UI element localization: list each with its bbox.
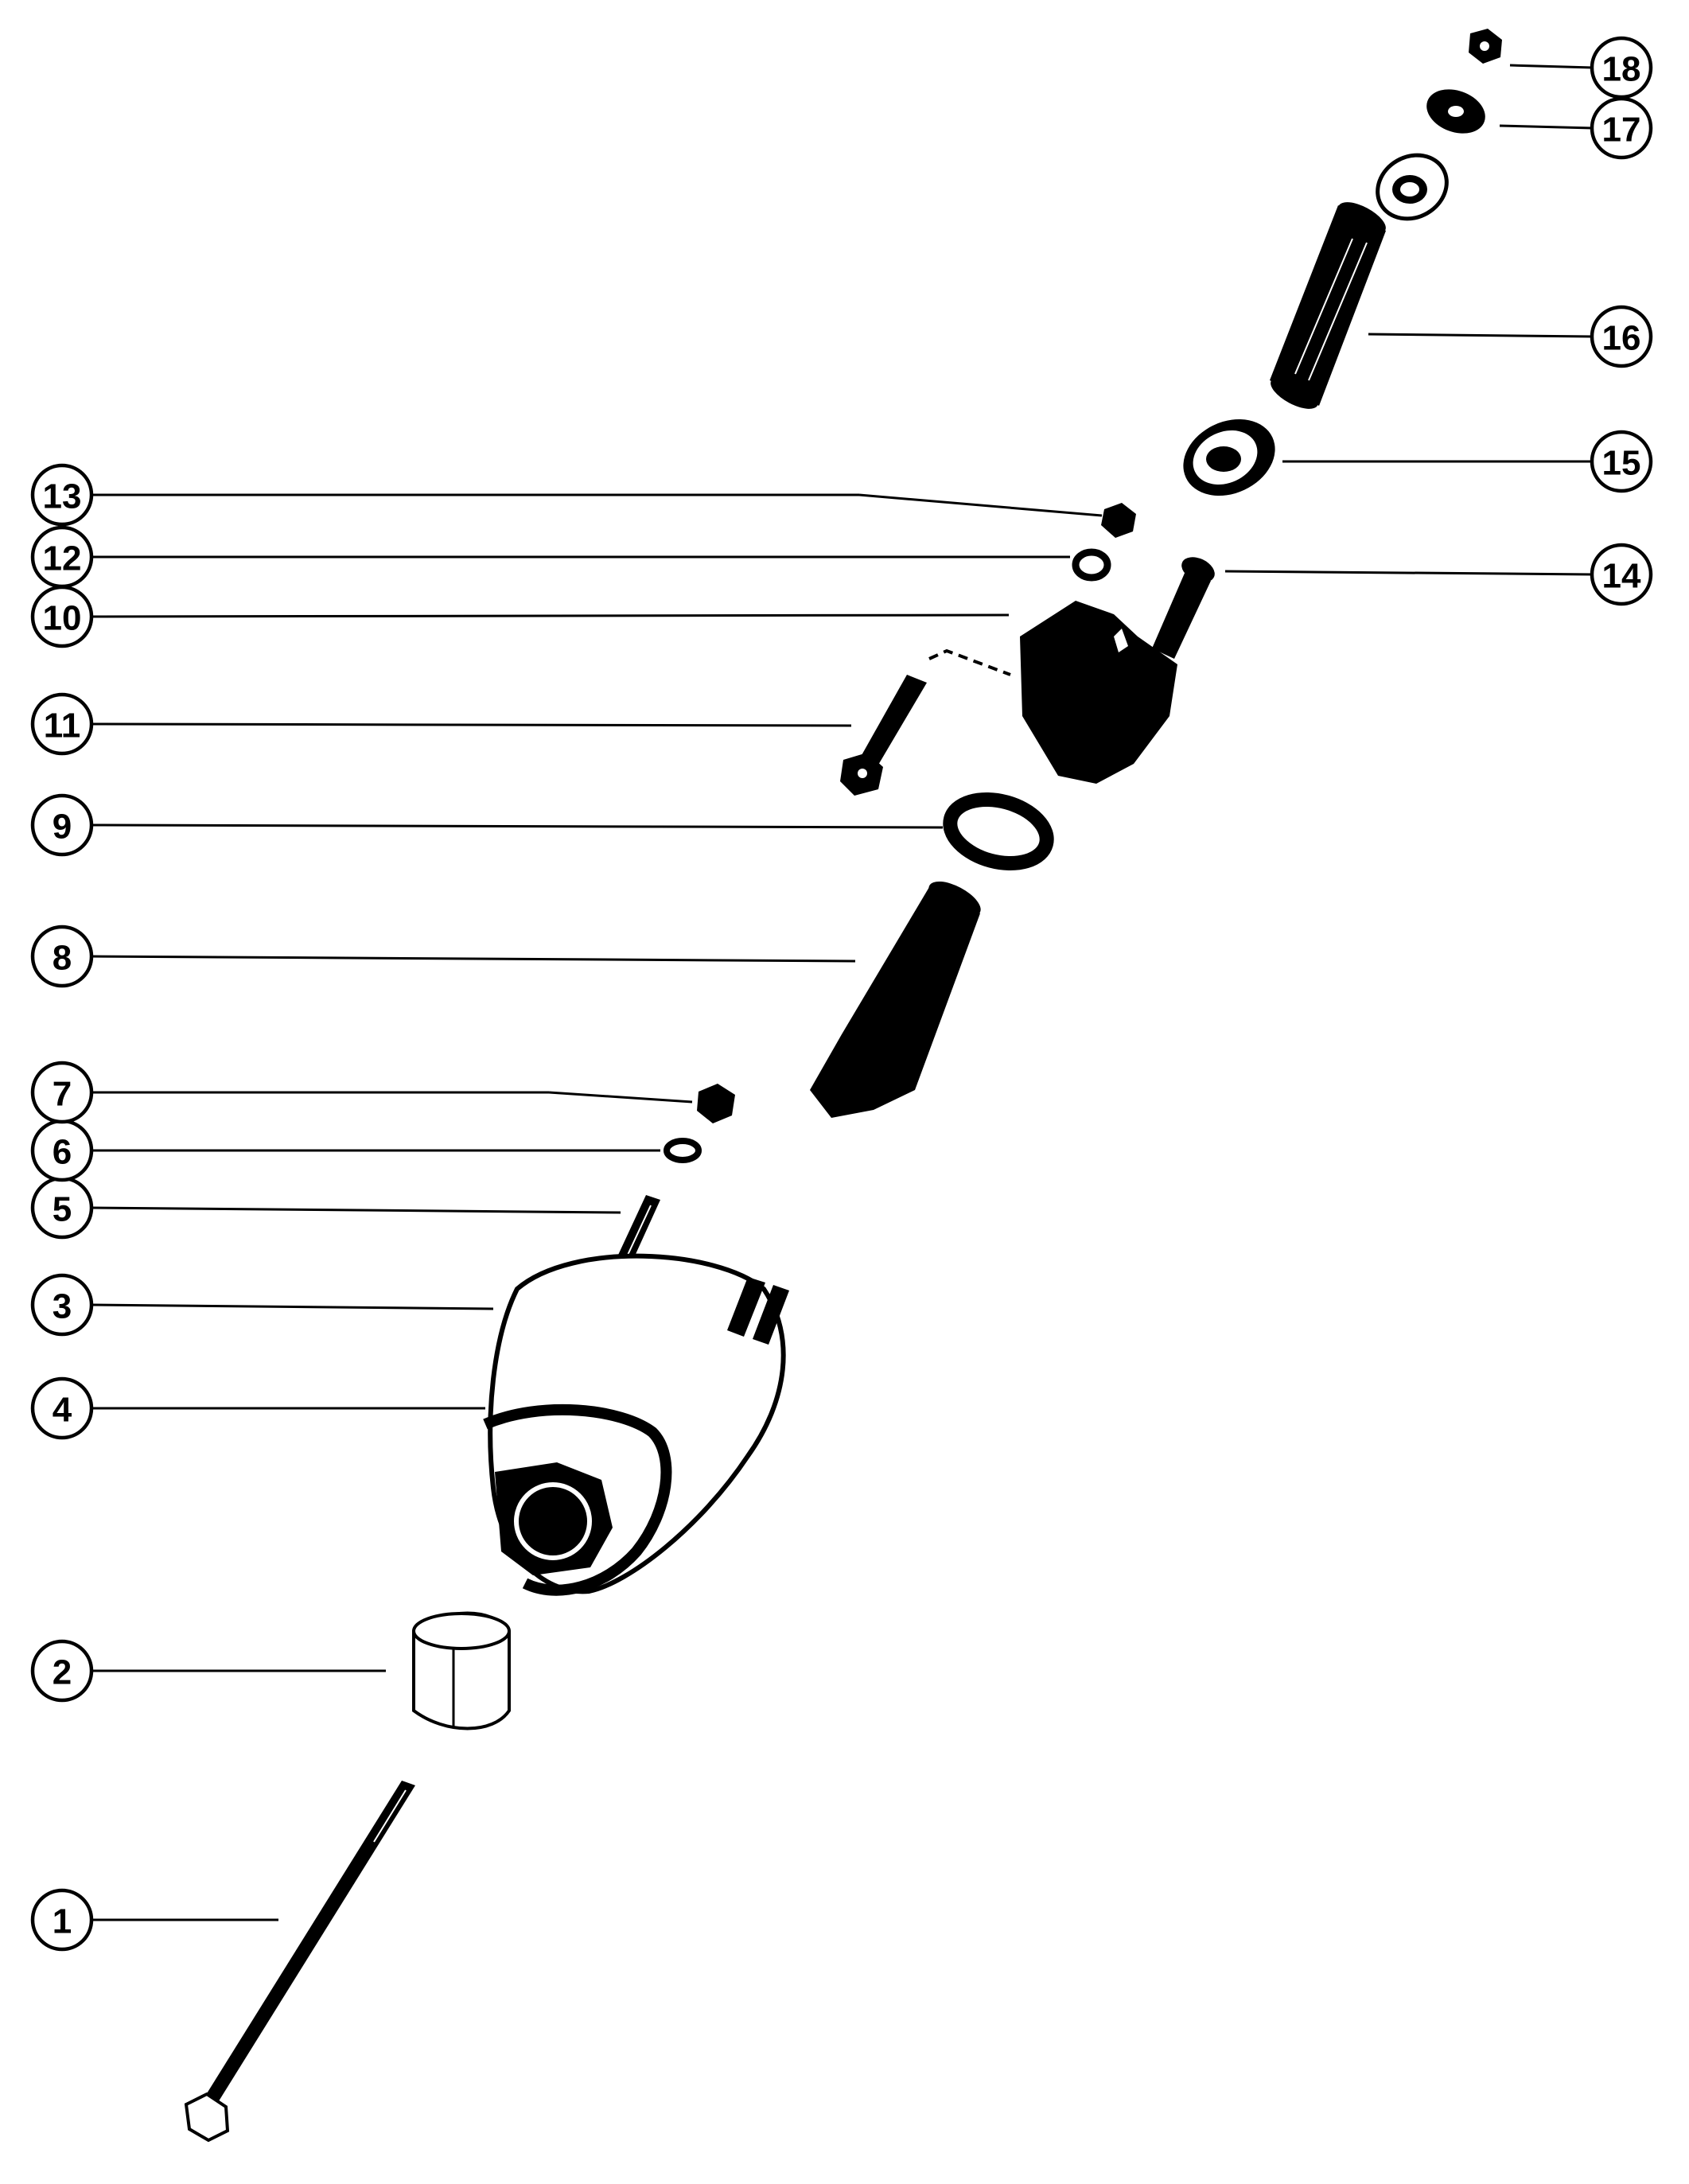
callout-label: 17	[1602, 111, 1641, 150]
callout-15: 15	[1590, 430, 1653, 493]
callout-label: 4	[53, 1391, 72, 1430]
part-18-nut	[1469, 29, 1502, 64]
part-15-bushing	[1183, 419, 1275, 496]
callout-5: 5	[30, 1176, 94, 1240]
callout-13: 13	[30, 463, 94, 527]
part-14-cap-screw	[1152, 557, 1215, 659]
callout-label: 13	[43, 477, 82, 516]
callout-3: 3	[30, 1273, 94, 1337]
part-13-nut	[1101, 503, 1136, 538]
callout-label: 14	[1602, 557, 1641, 596]
callout-12: 12	[30, 525, 94, 589]
part-6-washer	[664, 1138, 702, 1163]
callout-8: 8	[30, 925, 94, 988]
callout-label: 3	[53, 1287, 72, 1326]
part-7-nut	[697, 1084, 735, 1123]
callout-18: 18	[1590, 36, 1653, 99]
callout-label: 12	[43, 539, 82, 578]
callout-label: 10	[43, 599, 82, 638]
part-3-housing	[483, 1253, 789, 1596]
part-17-washer	[1426, 89, 1485, 134]
part-8-shaft	[810, 881, 981, 1118]
part-11-bolt	[840, 675, 927, 796]
callout-label: 18	[1602, 50, 1641, 89]
callout-label: 1	[53, 1902, 72, 1941]
part-10-clamp-block	[1020, 601, 1177, 784]
callout-6: 6	[30, 1119, 94, 1182]
callout-11: 11	[30, 692, 94, 756]
part-9-o-ring	[943, 792, 1054, 871]
callout-label: 6	[53, 1133, 72, 1172]
leader-lines	[91, 64, 1594, 1921]
callout-label: 7	[53, 1075, 72, 1114]
callout-label: 2	[53, 1653, 72, 1692]
callout-4: 4	[30, 1376, 94, 1440]
callout-label: 9	[53, 808, 72, 847]
callout-label: 5	[53, 1190, 72, 1229]
callout-17: 17	[1590, 96, 1653, 160]
part-1-long-bolt	[184, 1781, 415, 2143]
part-splined-bushing-top	[1376, 153, 1449, 221]
callout-1: 1	[30, 1888, 94, 1952]
callout-label: 8	[53, 939, 72, 978]
callout-label: 11	[44, 707, 81, 746]
part-16-splined-shaft	[1270, 202, 1386, 409]
callout-label: 15	[1602, 444, 1641, 483]
callout-10: 10	[30, 585, 94, 648]
callout-label: 16	[1602, 319, 1641, 358]
callout-16: 16	[1590, 305, 1653, 368]
part-12-lock-washer	[1072, 548, 1111, 582]
callout-7: 7	[30, 1061, 94, 1124]
callout-9: 9	[30, 793, 94, 857]
part-2-bushing	[412, 1611, 511, 1730]
callout-2: 2	[30, 1639, 94, 1703]
dashed-alignment-line	[928, 648, 1011, 676]
callout-14: 14	[1590, 543, 1653, 606]
